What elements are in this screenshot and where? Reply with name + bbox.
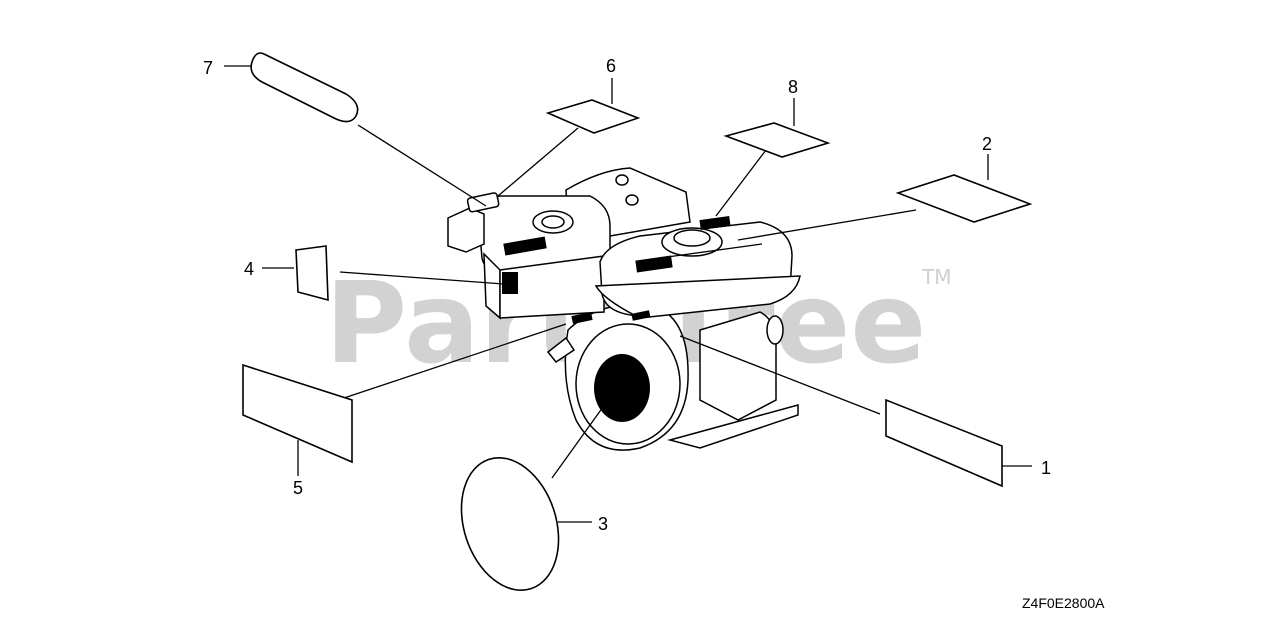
part-4-decal (295, 245, 329, 302)
callout-3: 3 (598, 514, 608, 534)
callout-numbers: 1 2 3 4 5 6 7 8 (203, 56, 1051, 534)
callout-5: 5 (293, 478, 303, 498)
part-7-decal (250, 52, 359, 123)
callout-7: 7 (203, 58, 213, 78)
callout-8: 8 (788, 77, 798, 97)
part-8-decal (723, 122, 831, 158)
callout-2: 2 (982, 134, 992, 154)
diagram-code: Z4F0E2800A (1022, 595, 1105, 611)
part-3-decal (460, 456, 560, 592)
watermark-trademark: TM (921, 265, 951, 289)
decal-parts (242, 52, 1033, 592)
part-1-decal (885, 398, 1003, 488)
callout-6: 6 (606, 56, 616, 76)
part-5-decal (242, 363, 353, 464)
engine-illustration (447, 167, 801, 451)
callout-1: 1 (1041, 458, 1051, 478)
part-6-decal (545, 99, 641, 134)
part-2-decal (895, 174, 1033, 223)
callout-4: 4 (244, 259, 254, 279)
leader-lines (224, 65, 1032, 523)
